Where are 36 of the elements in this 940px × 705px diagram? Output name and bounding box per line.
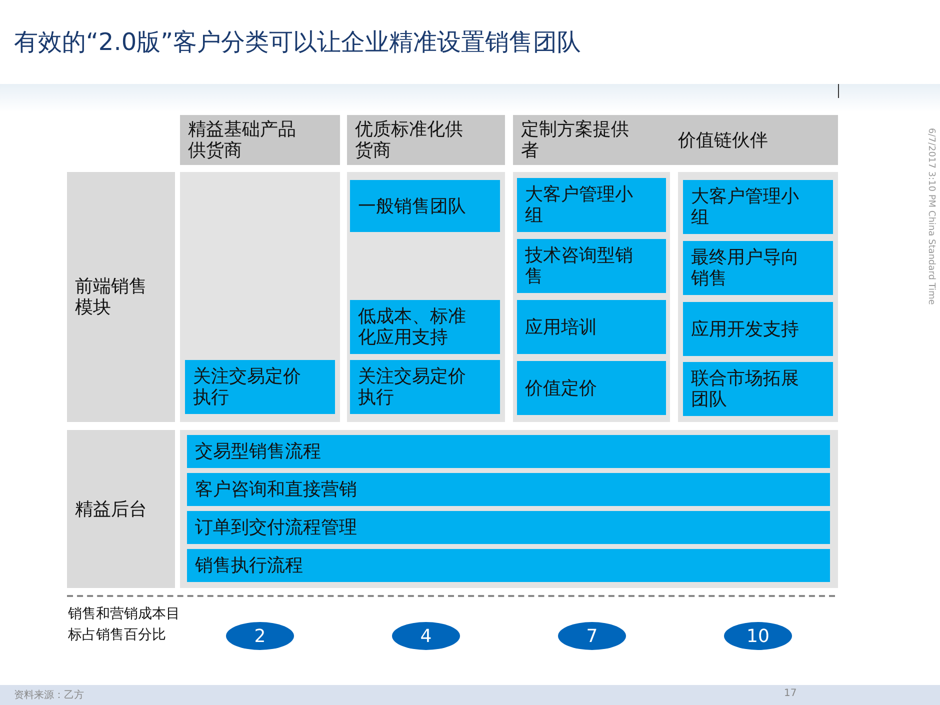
capability-box: 大客户管理小组 xyxy=(517,178,666,232)
column-panel xyxy=(513,172,670,422)
column-header: 定制方案提供者 xyxy=(513,115,670,165)
title: 有效的“2.0版”客户分类可以让企业精准设置销售团队 xyxy=(14,27,582,58)
process-bar: 客户咨询和直接营销 xyxy=(187,473,830,506)
percentage-ellipse: 10 xyxy=(724,622,792,650)
capability-box: 最终用户导向销售 xyxy=(683,241,833,295)
percentage-ellipse: 2 xyxy=(226,622,294,650)
column-header: 优质标准化供货商 xyxy=(347,115,505,165)
capability-box: 大客户管理小组 xyxy=(683,180,833,234)
row-header-panel: 精益后台 xyxy=(67,430,175,588)
capability-box: 低成本、标准化应用支持 xyxy=(350,300,500,354)
process-bar: 订单到交付流程管理 xyxy=(187,511,830,544)
capability-box: 关注交易定价执行 xyxy=(350,360,500,414)
column-header: 价值链伙伴 xyxy=(670,115,838,165)
capability-box: 技术咨询型销售 xyxy=(517,239,666,293)
percentage-ellipse: 4 xyxy=(392,622,460,650)
capability-box: 应用培训 xyxy=(517,300,666,354)
column-panel xyxy=(678,172,838,422)
percentage-ellipse: 7 xyxy=(558,622,626,650)
process-bar: 销售执行流程 xyxy=(187,549,830,582)
timestamp-note: 6/7/2017 3:10 PM China Standard Time xyxy=(926,128,936,305)
capability-box: 联合市场拓展团队 xyxy=(683,362,833,416)
capability-box: 关注交易定价执行 xyxy=(185,360,335,414)
source-note: 资料来源：乙方 xyxy=(14,688,84,702)
capability-box: 应用开发支持 xyxy=(683,302,833,356)
row-header-panel: 前端销售模块 xyxy=(67,172,175,422)
process-panel xyxy=(180,430,838,588)
column-panel xyxy=(180,172,340,422)
process-bar: 交易型销售流程 xyxy=(187,435,830,468)
row-label: 销售和营销成本目标占销售百分比 xyxy=(68,605,180,645)
capability-box: 价值定价 xyxy=(517,361,666,415)
column-panel xyxy=(347,172,505,422)
column-header: 精益基础产品供货商 xyxy=(180,115,340,165)
capability-box: 一般销售团队 xyxy=(350,180,500,232)
page-number: 17 xyxy=(784,688,797,699)
